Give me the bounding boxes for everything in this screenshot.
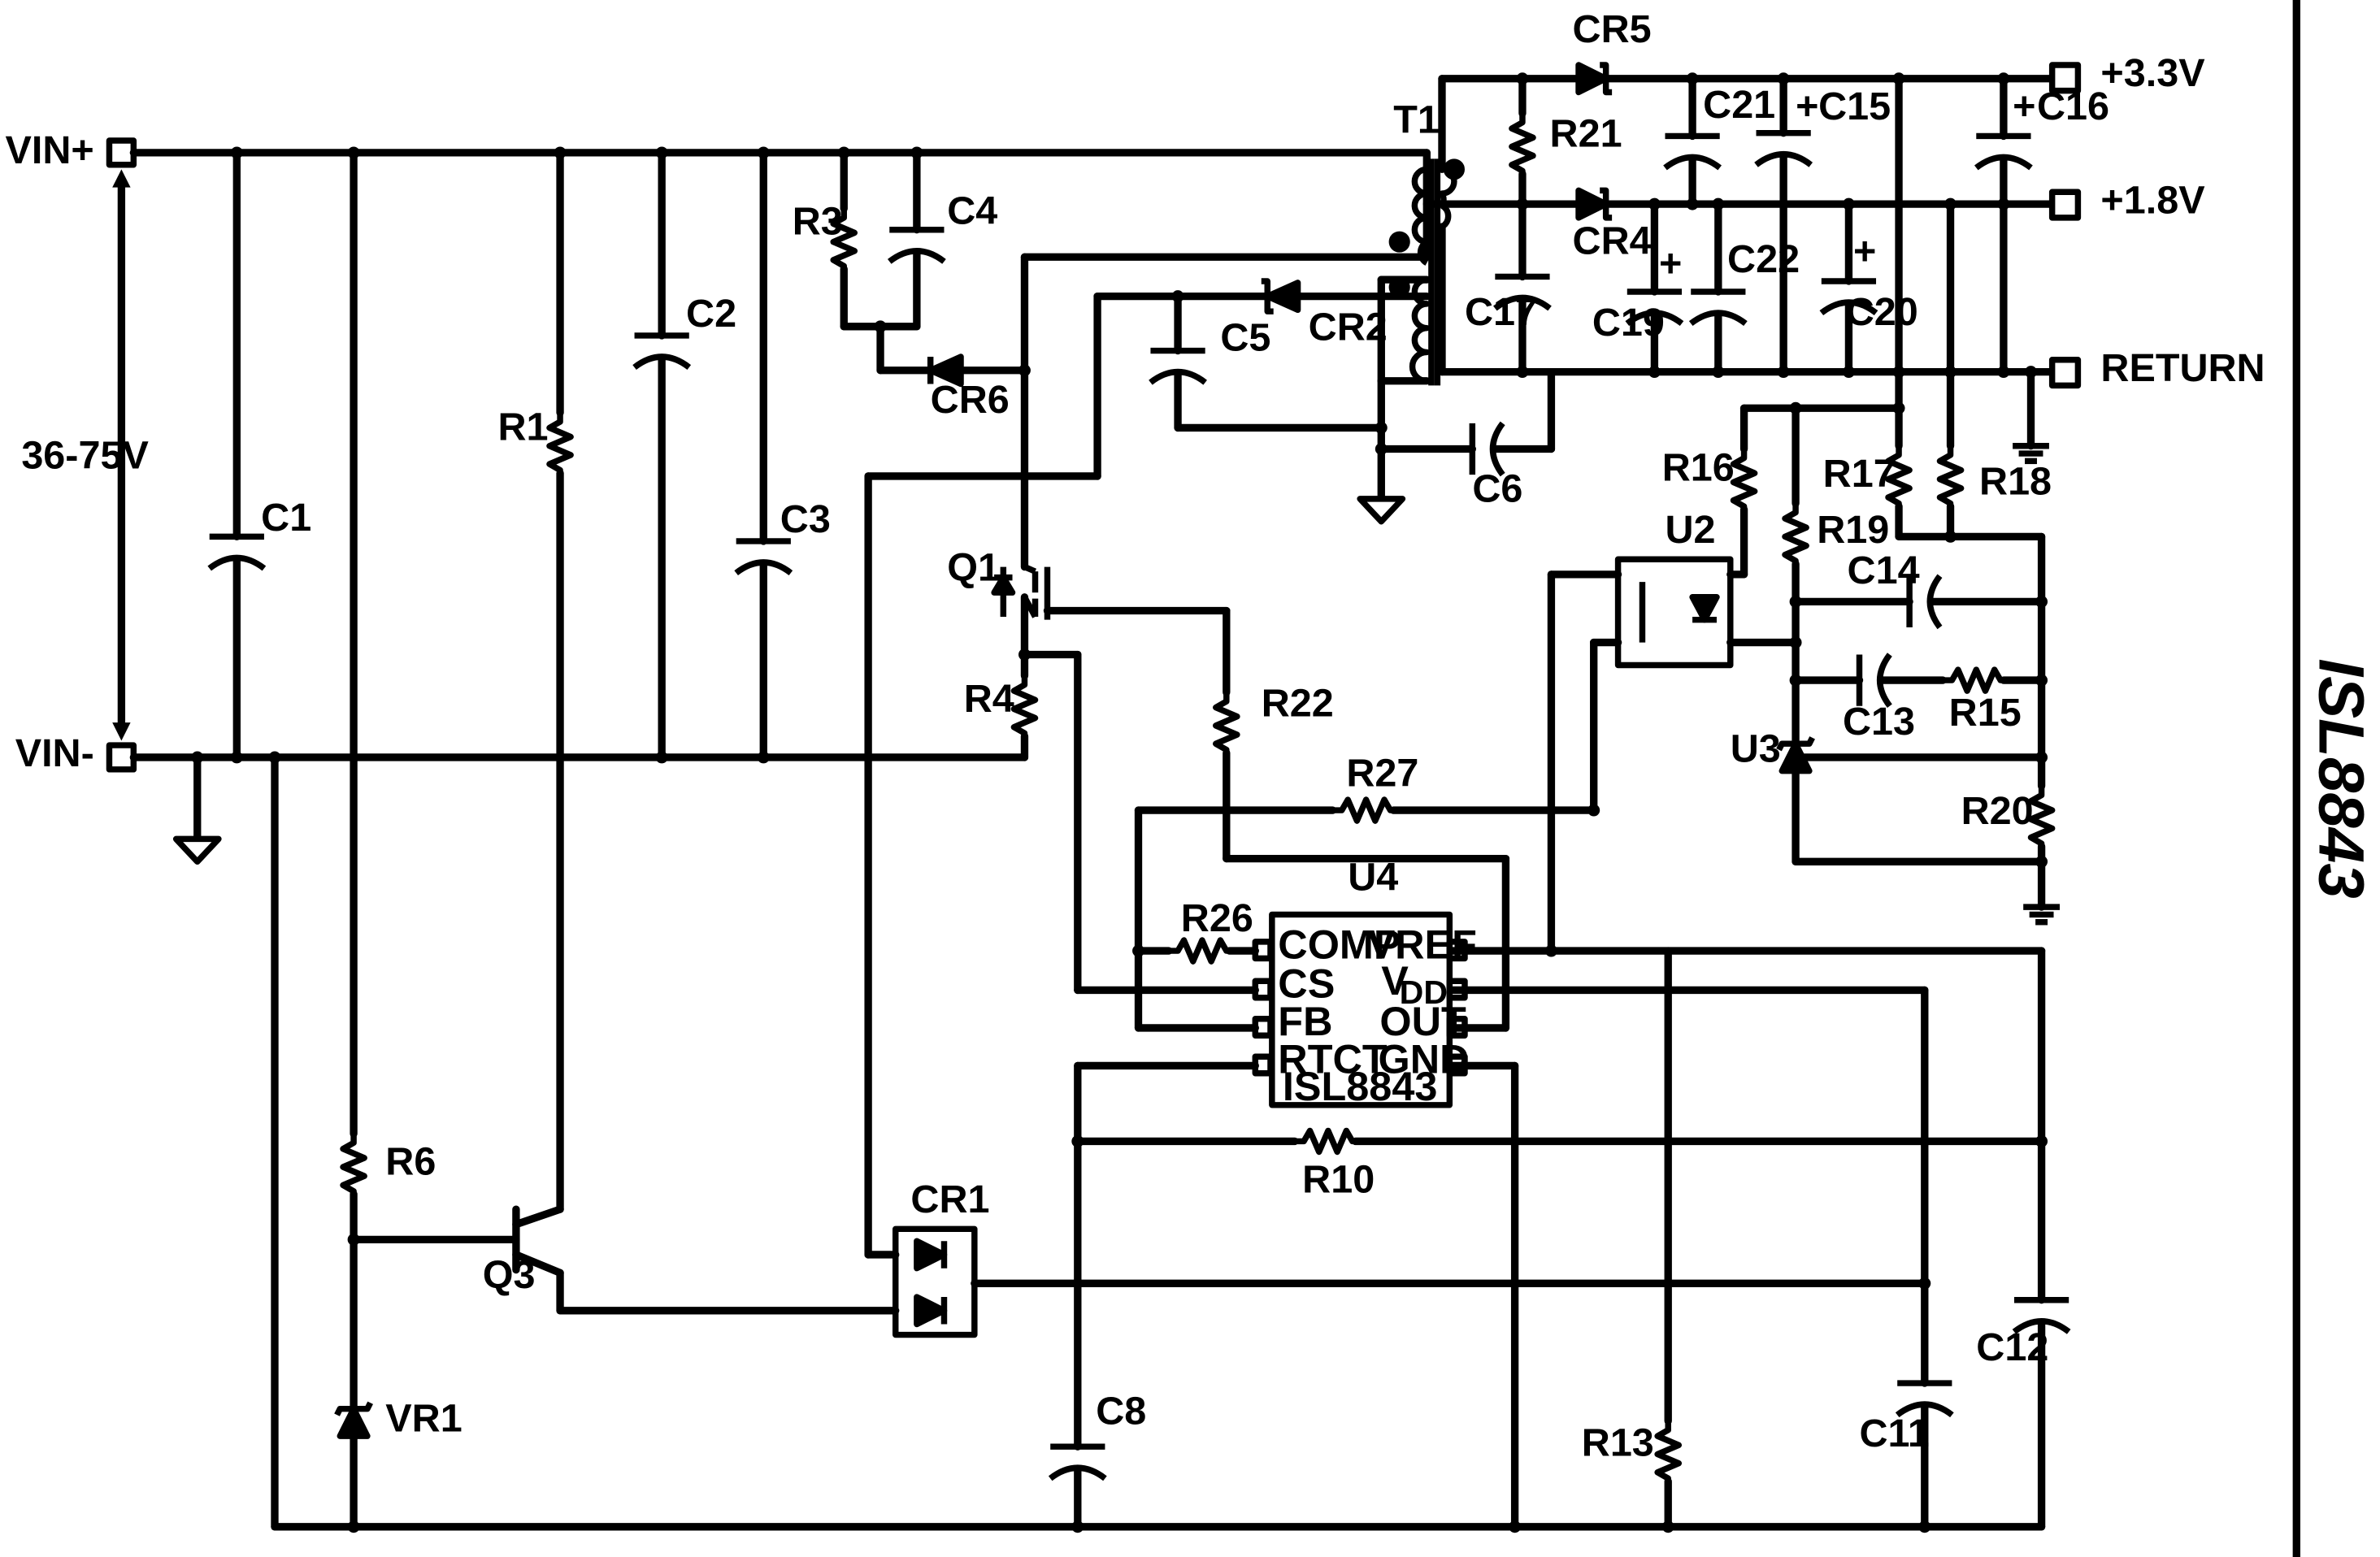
transformer-t1	[1388, 158, 1465, 386]
pin-out: OUT	[1379, 998, 1466, 1044]
label-cr4: CR4	[1573, 219, 1652, 263]
label-out-1v8: +1.8V	[2100, 178, 2204, 222]
label-u4: U4	[1348, 856, 1398, 900]
pin-comp: COMP	[1278, 921, 1401, 967]
mosfet-q1	[991, 564, 1051, 620]
label-c21: C21	[1703, 83, 1775, 127]
label-input-range: 36-75V	[21, 434, 149, 478]
terminal-3v3	[2048, 62, 2082, 94]
diode-cr1	[892, 1225, 978, 1338]
label-r26: R26	[1181, 896, 1253, 940]
label-r22: R22	[1262, 682, 1334, 726]
input-range-arrow	[112, 169, 131, 741]
label-c16: C16	[2037, 85, 2109, 128]
label-c11: C11	[1860, 1412, 1930, 1455]
label-r6: R6	[385, 1139, 436, 1183]
plus-c19: +	[1659, 241, 1682, 285]
label-c20: C20	[1846, 290, 1918, 334]
label-c15: C15	[1818, 85, 1891, 128]
pin-rtct: RTCT	[1278, 1036, 1388, 1082]
pin-vdd-main: V	[1381, 957, 1409, 1004]
label-out-3v3: +3.3V	[2100, 51, 2204, 95]
label-r20: R20	[1961, 789, 2034, 833]
ic-u4-pins: COMP CS FB RTCT VREF V DD OUT GND ISL884…	[1278, 921, 1477, 1109]
label-r18: R18	[1979, 459, 2052, 503]
label-r16: R16	[1662, 446, 1735, 490]
label-u3: U3	[1731, 727, 1781, 771]
label-cr1: CR1	[910, 1178, 989, 1221]
optocoupler-u2	[1614, 556, 1734, 669]
pin-vdd-sub: DD	[1400, 974, 1448, 1011]
label-r17: R17	[1823, 452, 1896, 496]
pin-cs: CS	[1278, 961, 1335, 1007]
label-vr1: VR1	[385, 1397, 462, 1441]
label-r10: R10	[1302, 1158, 1375, 1202]
label-c13: C13	[1843, 700, 1915, 744]
label-c5: C5	[1220, 316, 1270, 360]
diode-symbols	[334, 62, 1815, 1439]
label-c12: C12	[1976, 1325, 2048, 1369]
label-c17: C17	[1465, 290, 1537, 334]
ground-symbols	[172, 443, 2060, 926]
component-labels: C1 C2 C3 C4 C5 C6 C8 C11 C12 C13 C14 C15…	[261, 7, 2109, 1464]
pin-gnd: GND	[1379, 1036, 1470, 1082]
label-c3: C3	[780, 497, 831, 541]
label-r15: R15	[1949, 691, 2022, 735]
pin-fb: FB	[1278, 998, 1332, 1044]
junction-dots	[191, 72, 2048, 1533]
label-cr5: CR5	[1573, 7, 1652, 51]
label-q3: Q3	[483, 1253, 536, 1297]
label-r27: R27	[1346, 751, 1418, 795]
capacitor-symbols	[207, 129, 2071, 1481]
label-c2: C2	[686, 292, 736, 336]
label-c22: C22	[1727, 237, 1800, 281]
label-c19: C19	[1592, 301, 1665, 345]
label-return: RETURN	[2100, 346, 2265, 390]
label-cr6: CR6	[931, 378, 1010, 422]
label-r3: R3	[793, 199, 843, 243]
label-t1: T1	[1393, 98, 1440, 142]
ic-u4-body	[1252, 911, 1468, 1108]
label-r21: R21	[1550, 112, 1622, 156]
terminal-vin-plus	[106, 137, 137, 168]
label-vin-plus: VIN+	[6, 128, 94, 172]
label-q1: Q1	[947, 545, 1000, 589]
label-r4: R4	[964, 677, 1014, 721]
label-c1: C1	[261, 496, 311, 540]
label-c6: C6	[1472, 467, 1522, 511]
terminal-vin-minus	[106, 742, 137, 773]
label-c14: C14	[1848, 549, 1920, 592]
terminal-return	[2048, 357, 2082, 389]
ic-part-number: ISL8843	[1283, 1063, 1438, 1109]
polarity-marks: + + + +	[1659, 85, 2035, 285]
label-r19: R19	[1817, 508, 1889, 552]
wires	[117, 75, 2053, 1531]
plus-c16: +	[2013, 85, 2035, 128]
side-title: ISL8843	[2305, 658, 2377, 898]
label-c8: C8	[1096, 1389, 1146, 1433]
plus-c15: +	[1796, 85, 1818, 128]
label-r13: R13	[1582, 1420, 1654, 1464]
label-cr2: CR2	[1309, 306, 1388, 349]
label-c4: C4	[947, 189, 997, 232]
pin-vref: VREF	[1367, 921, 1476, 967]
label-u2: U2	[1665, 508, 1715, 552]
label-r1: R1	[497, 405, 548, 449]
terminal-labels: VIN+ VIN- 36-75V +3.3V +1.8V RETURN	[6, 51, 2265, 775]
plus-c20: +	[1853, 230, 1876, 274]
label-vin-minus: VIN-	[15, 731, 94, 775]
terminal-1v8	[2048, 189, 2082, 221]
